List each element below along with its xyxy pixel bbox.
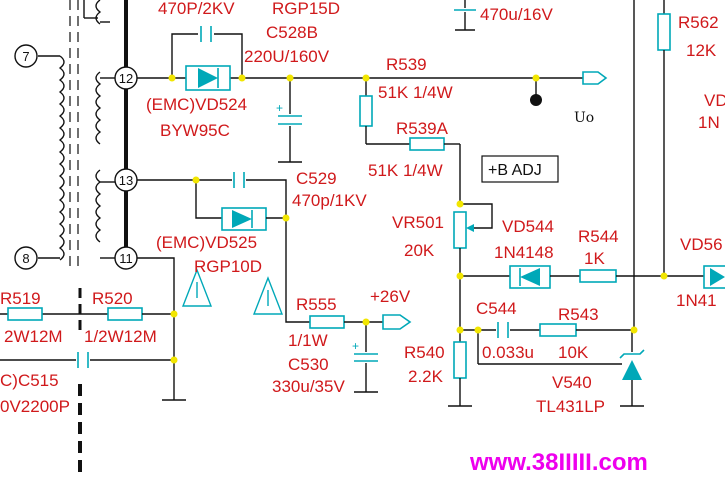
diode-vd56x-edge [703, 265, 725, 289]
resistor-r540 [453, 341, 467, 379]
warning-triangle-center [252, 276, 284, 315]
label-vr501: VR501 [392, 213, 444, 232]
label-c530-value: 330u/35V [272, 377, 345, 396]
primary-winding [38, 55, 65, 261]
svg-text:11: 11 [119, 251, 133, 266]
label-v540: V540 [552, 373, 592, 392]
resistor-r544 [579, 269, 617, 283]
label-r520-value: 1/2W12M [84, 327, 157, 346]
snubber-capacitor [200, 26, 212, 42]
svg-text:7: 7 [22, 49, 29, 64]
capacitor-c528b: + [276, 78, 302, 163]
label-r539: R539 [386, 55, 427, 74]
label-vd544: VD544 [502, 217, 554, 236]
svg-text:13: 13 [119, 173, 133, 188]
pin11-wire [137, 257, 175, 400]
label-rgp10d: RGP10D [194, 257, 262, 276]
b-adj-box [481, 155, 559, 183]
warning-triangle-left [181, 268, 213, 307]
label-r543-value: 10K [558, 343, 589, 362]
label-r555: R555 [296, 295, 337, 314]
label-r539-value: 51K 1/4W [378, 83, 453, 102]
watermark-url: www.38IIIII.com [469, 449, 648, 476]
vd525-output-wire [285, 218, 310, 323]
label-r555-value: 1/1W [288, 331, 328, 350]
label-470u-16v: 470u/16V [480, 5, 553, 24]
label-vd525: (EMC)VD525 [156, 233, 257, 252]
capacitor-c544 [497, 322, 509, 338]
pin-11: 11 [114, 246, 138, 270]
svg-text:8: 8 [22, 251, 29, 266]
pin-13: 13 [114, 168, 138, 192]
label-vd56-edge: VD56 [680, 235, 723, 254]
capacitor-470u-top [454, 0, 476, 31]
label-r543: R543 [558, 305, 599, 324]
snubber-wiring [171, 33, 243, 78]
label-c529-value: 470p/1KV [292, 191, 367, 210]
secondary-winding [95, 0, 115, 259]
capacitor-c515 [77, 352, 89, 368]
label-rgp15d: RGP15D [272, 0, 340, 18]
pin-7: 7 [14, 44, 38, 68]
label-r562: R562 [678, 13, 719, 32]
label-byw95c: BYW95C [160, 121, 230, 140]
label-r544-value: 1K [584, 249, 605, 268]
label-c530: C530 [288, 355, 329, 374]
label-r539a-value: 51K 1/4W [368, 161, 443, 180]
label-r539a: R539A [396, 119, 449, 138]
svg-text:+: + [352, 339, 359, 353]
c529-wire [246, 179, 287, 218]
label-c544: C544 [476, 299, 517, 318]
diode-vd525 [221, 207, 267, 231]
output-arrow-26v [382, 314, 412, 330]
output-arrow-plus-b [582, 71, 608, 85]
label-tl431lp: TL431LP [536, 397, 605, 416]
junction-dots [168, 74, 668, 364]
label-r540-value: 2.2K [408, 367, 444, 386]
label-plus-26v: +26V [370, 287, 411, 306]
label-vd544-value: 1N4148 [494, 243, 554, 262]
label-r562-value: 12K [686, 41, 717, 60]
label-r540: R540 [404, 343, 445, 362]
label-snubber-value: 470P/2KV [158, 0, 235, 18]
capacitor-c530: + [352, 322, 378, 393]
label-r519: R519 [0, 289, 41, 308]
resistor-r562 [657, 13, 671, 51]
label-uo: Uo [574, 110, 594, 126]
label-vr501-value: 20K [404, 241, 435, 260]
label-r544: R544 [578, 227, 619, 246]
label-c528b: C528B [266, 23, 318, 42]
label-r520: R520 [92, 289, 133, 308]
diode-vd524 [185, 65, 231, 91]
label-b-adj: +B ADJ [488, 162, 542, 179]
uo-probe-dot [530, 94, 542, 106]
shunt-regulator-v540 [619, 330, 645, 407]
label-c515: C)C515 [0, 371, 59, 390]
label-1n41-edge: 1N41 [676, 291, 717, 310]
label-1n-edge: 1N [698, 113, 720, 132]
resistor-r555 [309, 315, 383, 329]
pin-8: 8 [14, 246, 38, 270]
label-r519-value: 2W12M [4, 327, 63, 346]
label-vd524: (EMC)VD524 [146, 95, 247, 114]
label-c544-value: 0.033u [482, 343, 534, 362]
label-c528b-value: 220U/160V [244, 47, 330, 66]
pin-12: 12 [114, 66, 138, 90]
label-c515-value: 0V2200P [0, 397, 70, 416]
capacitor-c529 [233, 172, 245, 188]
label-vd-edge: VD [704, 91, 725, 110]
label-c529: C529 [296, 169, 337, 188]
resistor-r519 [7, 307, 43, 321]
vd525-left-wire [195, 180, 222, 219]
potentiometer-vr501 [453, 203, 493, 249]
resistor-r543 [539, 323, 577, 337]
svg-text:+: + [276, 101, 283, 115]
svg-text:12: 12 [119, 71, 133, 86]
resistor-r520 [107, 307, 143, 321]
resistor-r539a [409, 137, 461, 204]
diode-vd544 [509, 265, 551, 289]
